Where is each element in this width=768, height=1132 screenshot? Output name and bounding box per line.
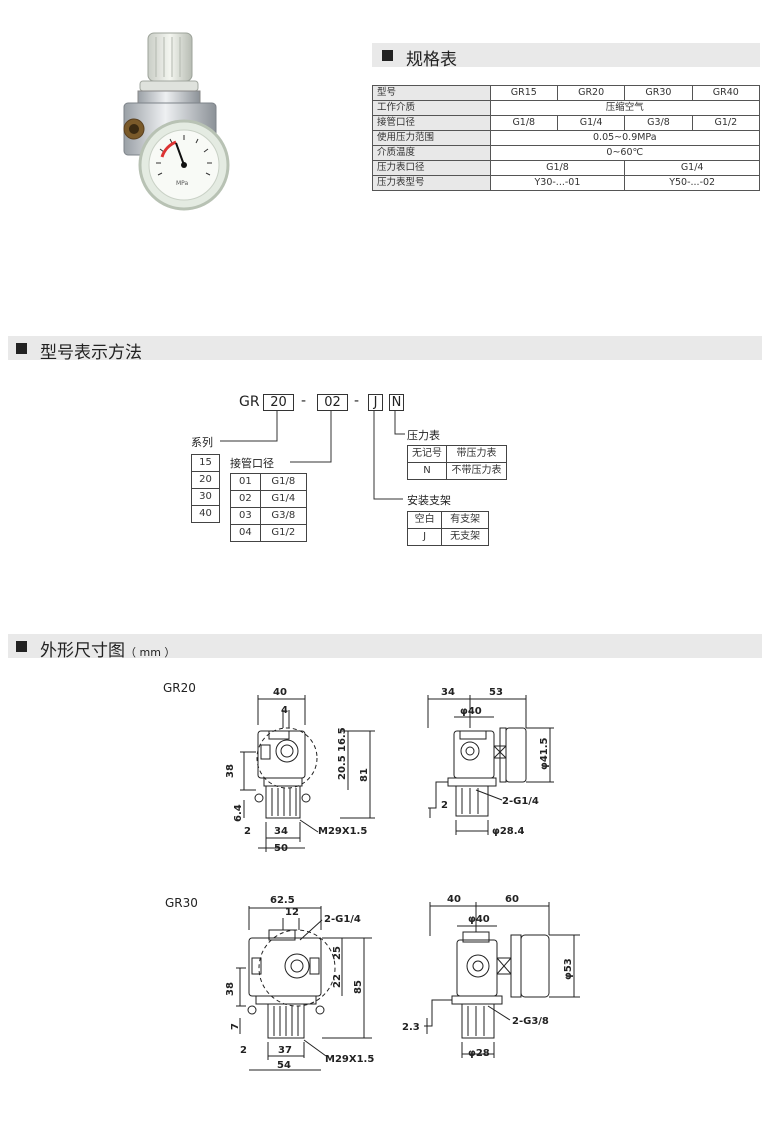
dim-text: 4 xyxy=(281,705,288,716)
dim-text: 2 xyxy=(244,826,251,837)
table-row: 无记号带压力表 xyxy=(407,445,508,463)
table-row: 40 xyxy=(191,505,220,523)
dim-text: 2-G3/8 xyxy=(512,1016,549,1027)
dim-text: 81 xyxy=(359,768,370,782)
port-size: G1/2 xyxy=(259,524,308,542)
dim-text: 54 xyxy=(277,1060,291,1071)
dim-section-header: 外形尺寸图（ mm ） xyxy=(8,634,762,661)
spec-cell: 工作介质 xyxy=(372,100,491,116)
dim-text: M29X1.5 xyxy=(325,1054,374,1065)
dim-text: 22 xyxy=(332,974,343,988)
black-square-icon xyxy=(382,50,393,61)
series-table: 15 20 30 40 xyxy=(191,454,220,523)
bracket-desc: 无支架 xyxy=(441,528,489,546)
dim-text: 12 xyxy=(285,907,299,918)
dim-text: 34 xyxy=(441,687,455,698)
dim-text: φ28.4 xyxy=(492,826,525,837)
spec-cell: 压力表型号 xyxy=(372,175,491,191)
spec-table: 型号 GR15 GR20 GR30 GR40 工作介质 压缩空气 接管口径 G1… xyxy=(372,85,761,191)
bracket-code: J xyxy=(406,528,443,546)
product-photo: MPa xyxy=(123,32,230,211)
dim-text: 38 xyxy=(225,764,236,778)
dim-text: 6.4 xyxy=(233,804,244,822)
code-port-box: 02 xyxy=(317,394,348,411)
bracket-desc: 有支架 xyxy=(441,511,489,529)
spec-cell: 接管口径 xyxy=(372,115,491,131)
dim-text: 40 xyxy=(447,894,461,905)
model-section-header: 型号表示方法 xyxy=(8,336,762,363)
table-row: 压力表型号 Y30-...-01 Y50-...-02 xyxy=(372,175,760,191)
svg-text:MPa: MPa xyxy=(176,180,189,187)
series-label: 系列 xyxy=(191,436,213,449)
gr30-label: GR30 xyxy=(165,896,198,910)
dim-section-title: 外形尺寸图（ mm ） xyxy=(40,636,175,661)
dim-text: 53 xyxy=(489,687,503,698)
spec-cell: Y50-...-02 xyxy=(624,175,760,191)
table-row: 工作介质 压缩空气 xyxy=(372,100,761,116)
model-section-title: 型号表示方法 xyxy=(40,343,142,363)
dim-text: φ41.5 xyxy=(539,737,550,770)
port-code: 04 xyxy=(230,524,261,542)
dim-text: 34 xyxy=(274,826,288,837)
dim-title-text: 外形尺寸图 xyxy=(40,641,125,661)
code-bracket-box: J xyxy=(368,394,383,411)
code-gauge-box: N xyxy=(389,394,404,411)
dim-text: 2-G1/4 xyxy=(502,796,539,807)
dim-text: 2.3 xyxy=(402,1022,420,1033)
dim-text: φ53 xyxy=(563,958,574,980)
dim-text: 2 xyxy=(240,1045,247,1056)
code-prefix: GR xyxy=(239,394,260,410)
port-label: 接管口径 xyxy=(230,457,274,470)
dim-text: 2-G1/4 xyxy=(324,914,361,925)
dim-text: M29X1.5 xyxy=(318,826,367,837)
spec-section-title: 规格表 xyxy=(406,50,457,70)
gauge-desc: 不带压力表 xyxy=(445,462,508,480)
dim-title-unit: （ mm ） xyxy=(125,646,176,659)
gr20-label: GR20 xyxy=(163,681,196,695)
dim-text: 7 xyxy=(230,1023,241,1030)
series-cell: 40 xyxy=(191,505,220,523)
dim-text: φ40 xyxy=(460,706,482,717)
code-dash: - xyxy=(354,393,360,409)
series-cell: 30 xyxy=(191,488,220,506)
bracket-label: 安装支架 xyxy=(407,494,451,507)
dim-text: 37 xyxy=(278,1045,292,1056)
dim-text: 25 xyxy=(332,946,343,960)
dim-text: 20.5 xyxy=(337,755,348,780)
gauge-label: 压力表 xyxy=(407,429,440,442)
code-connectors xyxy=(220,411,405,500)
table-row: 30 xyxy=(191,488,220,506)
dim-text: φ28 xyxy=(468,1048,490,1059)
dim-text: 2 xyxy=(441,800,448,811)
spec-section-header: 规格表 xyxy=(372,43,760,70)
black-square-icon xyxy=(16,641,27,652)
table-row: 接管口径 G1/8 G1/4 G3/8 G1/2 xyxy=(372,115,761,131)
dim-text: 50 xyxy=(274,843,288,854)
code-dash: - xyxy=(301,393,307,409)
dim-text: 85 xyxy=(353,980,364,994)
dim-text: 60 xyxy=(505,894,519,905)
dim-text: 62.5 xyxy=(270,895,295,906)
table-row: 空白有支架 xyxy=(406,511,489,529)
dim-text: 40 xyxy=(273,687,287,698)
dim-text: 38 xyxy=(225,982,236,996)
code-size-box: 20 xyxy=(263,394,294,411)
dim-text: φ40 xyxy=(468,914,490,925)
dim-text: 16.5 xyxy=(337,727,348,752)
black-square-icon xyxy=(16,343,27,354)
